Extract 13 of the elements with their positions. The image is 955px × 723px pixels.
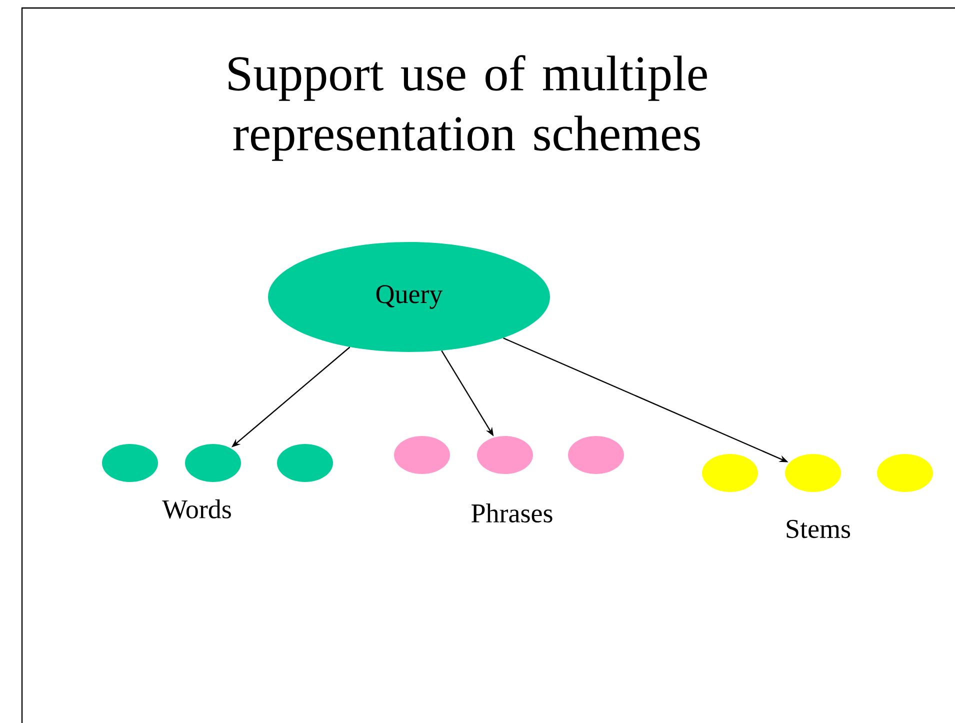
group-label: Words [162,499,231,519]
scheme-ellipse [785,454,841,492]
scheme-ellipse [477,436,533,474]
group-label: Stems [786,520,850,538]
scheme-ellipse [568,436,624,474]
group-label: Phrases [472,504,552,522]
title: Support use of multiple representation schemes [228,55,707,161]
scheme-ellipse [185,444,241,482]
scheme-ellipse [102,444,158,482]
scheme-ellipse [877,454,934,492]
scheme-ellipse [394,436,450,474]
scheme-ellipse [702,454,758,492]
scheme-ellipse [277,444,333,482]
